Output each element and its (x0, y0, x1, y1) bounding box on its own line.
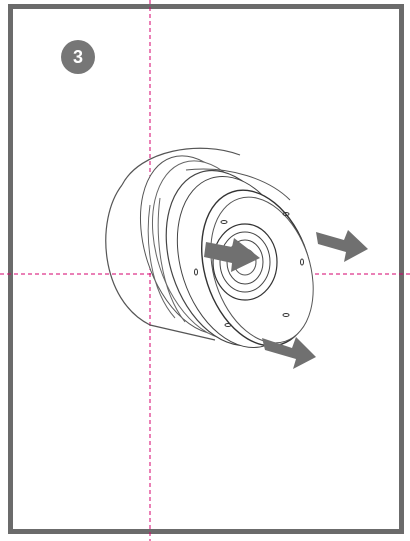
pull-arrow-icon (262, 337, 316, 369)
step-number-badge: 3 (61, 40, 95, 74)
pull-arrow-icon (316, 230, 368, 262)
push-arrow-icon (204, 238, 260, 272)
